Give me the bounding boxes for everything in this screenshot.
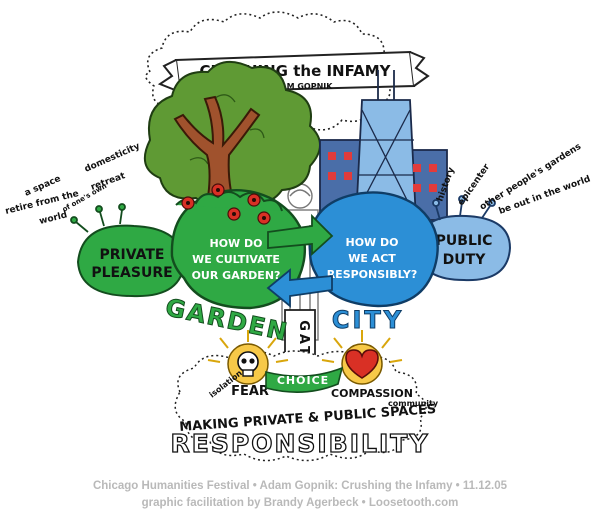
choice-left: FEAR xyxy=(231,384,269,399)
city-label: CITY xyxy=(332,306,404,334)
garden-question-line2: WE CULTIVATE xyxy=(192,253,280,266)
city-buildings xyxy=(319,70,448,221)
city-windows xyxy=(328,152,437,192)
public-duty-line2: DUTY xyxy=(443,252,487,268)
garden-flowers xyxy=(181,183,271,225)
choice-center: CHOICE xyxy=(277,374,329,387)
banner-author: ADAM GOPNIK xyxy=(268,82,334,91)
heart-icon xyxy=(345,349,379,379)
tree-trunk xyxy=(173,95,261,216)
city-question-line2: WE ACT xyxy=(348,252,396,265)
arrow-to-city xyxy=(267,213,334,257)
public-duty-line1: PUBLIC xyxy=(436,233,493,249)
city-notes: history epicenter other people's gardens… xyxy=(435,142,592,217)
garden-question-line3: OUR GARDEN? xyxy=(192,269,281,282)
note-world: world xyxy=(38,210,68,227)
private-pleasure-circle xyxy=(70,203,186,298)
footer-line2: graphic facilitation by Brandy Agerbeck … xyxy=(141,497,459,509)
city-question-line1: HOW DO xyxy=(345,236,398,249)
bottom-word: RESPONSIBILITY xyxy=(171,429,430,458)
private-pleasure-line2: PLEASURE xyxy=(91,265,172,281)
note-out-in-world: be out in the world xyxy=(498,174,592,216)
skull-icon xyxy=(237,351,259,377)
note-domesticity: domesticity xyxy=(83,141,141,174)
public-duty-circle xyxy=(416,195,512,282)
city-circle xyxy=(308,191,439,308)
arrow-to-garden xyxy=(266,268,333,308)
choice-right: COMPASSION xyxy=(331,387,413,400)
city-question-line3: RESPONSIBLY? xyxy=(327,268,418,281)
garden-question-line1: HOW DO xyxy=(209,237,262,250)
private-pleasure-line1: PRIVATE xyxy=(100,247,165,263)
choice-ribbon xyxy=(265,366,344,393)
footer-line1: Chicago Humanities Festival • Adam Gopni… xyxy=(92,480,508,492)
choice-right-note: community xyxy=(388,399,439,408)
